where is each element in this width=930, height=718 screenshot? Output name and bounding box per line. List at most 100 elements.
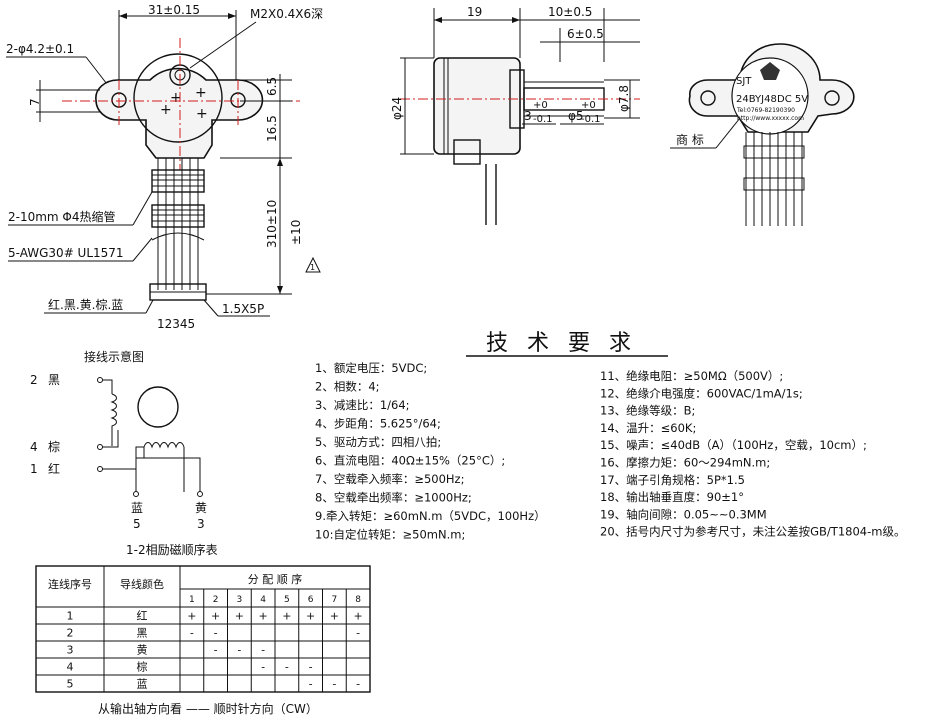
label-view: SJT 24BYJ48 DC 5V Tel:0769-82190390 http… [670,43,855,226]
screw-label: M2X0.4X6深 [250,7,323,21]
wire1-color: 红 [48,461,60,476]
side-view: 19 10±0.5 6±0.5 φ24 φ7.8 3 +0 -0.1 φ5 +0… [390,5,640,225]
tech-right-list: 11、绝缘电阻：≥50MΩ（500V）;12、绝缘介电强度：600VAC/1mA… [600,369,905,539]
tech-item: 13、绝缘等级：B; [600,404,695,418]
step-header: 7 [332,595,338,605]
dim-7: 7 [28,98,42,106]
row-no: 4 [67,661,74,674]
table-border [35,565,371,693]
svg-text:±10: ±10 [289,220,303,245]
sequence-cell: + [235,610,244,623]
row-color: 黄 [137,643,148,657]
sequence-cell: - [356,678,360,691]
colors-label: 红.黑.黄.棕.蓝 [48,297,123,312]
svg-text:+: + [170,90,182,106]
step-header: 6 [308,595,314,605]
rotor-symbol [137,386,179,428]
wire3-color: 黄 [195,501,207,515]
sequence-cell: - [309,661,313,674]
sequence-cell: - [214,644,218,657]
wire2-color: 黑 [48,373,60,387]
sequence-cell: - [237,644,241,657]
sequence-cell: - [261,644,265,657]
tech-item: 6、直流电阻：40Ω±15%（25°C）; [315,454,505,468]
dim-5-tol-up: +0 [581,100,596,111]
tech-item: 2、相数：4; [315,380,380,394]
sequence-cell: - [332,678,336,691]
tech-item: 16、摩擦力矩：60～294mN.m; [600,456,770,470]
tech-left-list: 1、额定电压：5VDC;2、相数：4;3、减速比：1/64;4、步距角：5.62… [315,361,546,542]
wire-bundle [149,158,207,301]
sequence-cell: - [285,661,289,674]
sequence-cell: + [306,610,315,623]
row-no: 3 [67,644,74,657]
dim-6-5: 6.5 [265,77,279,96]
step-header: 5 [284,595,290,605]
tech-requirements: 技 术 要 求 1、额定电压：5VDC;2、相数：4;3、减速比：1/64;4、… [315,331,905,542]
sequence-cell: - [190,627,194,640]
wiring-title: 接线示意图 [84,349,144,364]
plate-web: http://www.xxxxx.com [737,115,804,122]
front-view: 31±0.15 M2X0.4X6深 2-φ4.2±0.1 + + + + 7 [6,3,323,331]
tech-item: 5、驱动方式：四相八拍; [315,435,441,449]
step-header: 1 [189,595,195,605]
table-footer: 从输出轴方向看 —— 顺时针方向（CW） [98,701,318,716]
dim-19: 19 [467,5,482,19]
row-no: 2 [67,627,74,640]
tech-item: 14、温升：≤60K; [600,421,696,435]
tech-title: 技 术 要 求 [486,331,637,356]
step-header: 3 [237,595,243,605]
sequence-cell: + [282,610,291,623]
heat-shrink-label: 2-10mm Φ4热缩管 [8,209,116,224]
dim-3: 3 [524,109,532,123]
dim-5-tol-dn: -0.1 [581,114,601,125]
wire5-no: 5 [133,517,141,531]
wire2-no: 2 [30,373,38,387]
sequence-cell: + [354,610,363,623]
row-color: 红 [137,610,148,623]
row-no: 5 [67,678,74,691]
table-title: 1-2相励磁顺序表 [126,542,218,557]
dim-3-tol-up: +0 [533,100,548,111]
motor-front-body [95,67,264,159]
row-no: 1 [67,610,74,623]
col-color-header: 导线颜色 [120,577,164,591]
tech-item: 17、端子引角规格：5P*1.5 [600,473,745,487]
tech-item: 15、噪声：≤40dB（A）（100Hz，空载，10cm）; [600,438,867,452]
wire5-color: 蓝 [131,501,143,515]
step-header: 4 [260,595,266,605]
svg-text:+: + [195,85,207,101]
svg-text:+: + [196,106,208,122]
tech-item: 9.牵入转矩：≥60mN.m（5VDC，100Hz） [315,509,546,523]
tech-item: 10:自定位转矩：≥50mN.m; [315,528,465,542]
dim-5: φ5 [568,109,584,123]
dim-310: 310±10 [265,200,279,248]
sequence-cell: - [214,627,218,640]
dim-3-tol-dn: -0.1 [533,114,553,125]
tech-item: 3、减速比：1/64; [315,398,410,412]
row-color: 黑 [137,627,148,640]
plate-model: 24BYJ48 [736,94,777,105]
holes-label: 2-φ4.2±0.1 [6,42,74,56]
sequence-cell: + [330,610,339,623]
sequence-cell: - [309,678,313,691]
marker-1: 1 [310,263,315,272]
wire-label: 5-AWG30# UL1571 [8,246,124,260]
sequence-cell: - [261,661,265,674]
row-color: 棕 [137,660,148,674]
step-header: 8 [355,595,361,605]
sequence-cell: - [356,627,360,640]
dim-6: 6±0.5 [567,27,604,41]
hole-spacing-dim: 31±0.15 [148,3,200,17]
col-no-header: 连线序号 [48,577,92,591]
sequence-cell: + [211,610,220,623]
tech-item: 7、空载牵入频率：≥500Hz; [315,472,464,486]
svg-text:+: + [160,102,172,118]
dim-7-8: φ7.8 [617,85,631,112]
trademark-label: 商 标 [676,132,704,147]
wiring-diagram: 接线示意图 2 黑 4 棕 1 红 蓝 5 黄 3 [30,349,207,531]
tech-item: 11、绝缘电阻：≥50MΩ（500V）; [600,369,783,383]
dim-16-5: 16.5 [265,115,279,142]
